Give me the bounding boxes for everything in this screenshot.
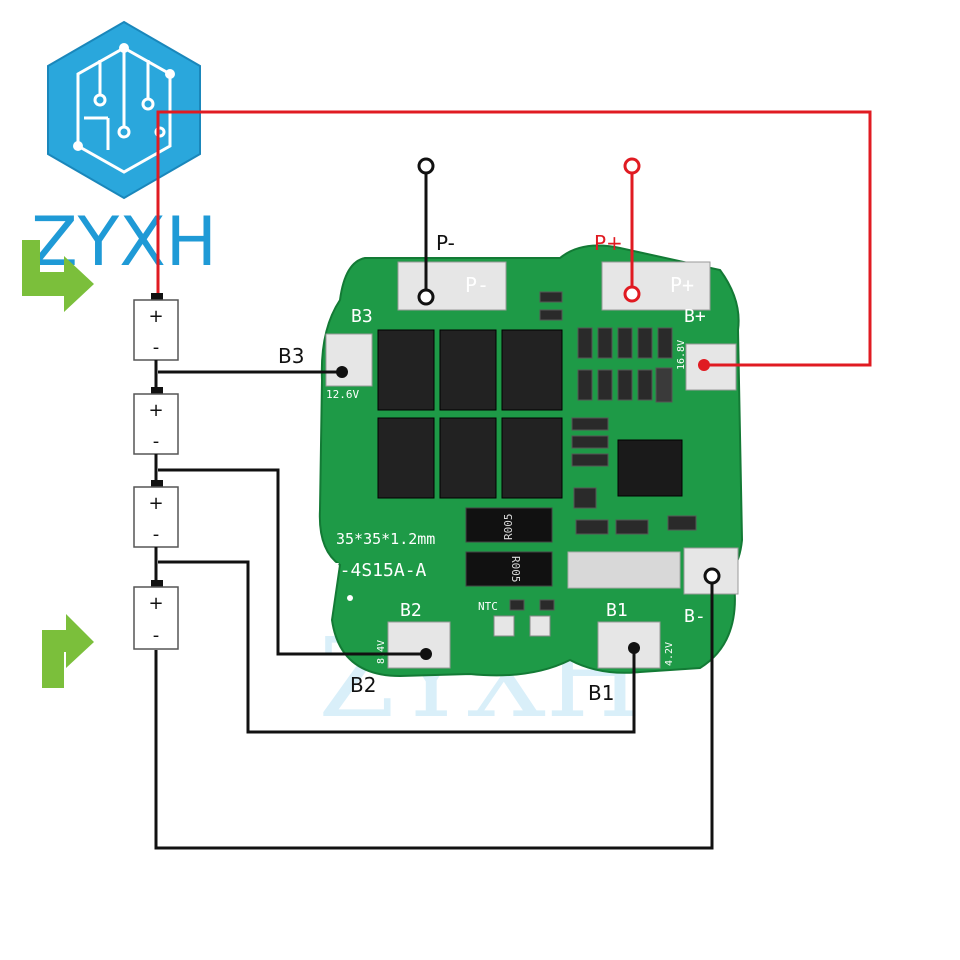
wire-b-minus (154, 576, 714, 850)
wire-b-plus (156, 110, 872, 367)
pad-dot-b2 (420, 648, 432, 660)
pad-p-plus (601, 261, 711, 311)
pad-b3 (325, 333, 373, 387)
mounting-dot (347, 595, 353, 601)
ntc-pad-1 (493, 615, 515, 637)
voltage-b3: 12.6V (326, 388, 359, 401)
ntc-pad-2 (529, 615, 551, 637)
battery-cell-2: + - (133, 387, 179, 455)
terminal-p-minus (417, 157, 435, 175)
wire-b2 (158, 468, 426, 656)
cell-2-plus: + (148, 400, 163, 421)
wire-b1 (158, 560, 636, 734)
cell-3-minus: - (153, 524, 160, 545)
pad-label-b-minus: B- (684, 606, 706, 627)
cell-4-plus: + (148, 593, 163, 614)
cell-1-minus: - (153, 337, 160, 358)
arrow-right-icon (22, 240, 94, 312)
arrow-up-right-icon (42, 614, 94, 688)
terminal-p-plus (623, 157, 641, 175)
pad-dot-b3 (336, 366, 348, 378)
resistor-label-2: R005 (509, 556, 522, 583)
label-b2: B2 (350, 673, 376, 697)
pad-label-p-minus: P- (465, 273, 489, 297)
cell-3-plus: + (148, 493, 163, 514)
brand-name: ZYXH (31, 203, 217, 282)
bms-board: P- P+ B3 12.6V B+ 16.8V B- B2 8.4V B1 4.… (318, 244, 744, 678)
pad-label-b2: B2 (400, 600, 422, 621)
circuit-icon (76, 46, 172, 174)
pad-b2 (387, 621, 451, 669)
shunt-resistor-2 (465, 551, 553, 587)
battery-cell-3: + - (133, 480, 179, 548)
voltage-b1: 4.2V (664, 642, 675, 666)
resistor-label-1: R005 (502, 514, 515, 541)
pad-dot-p-minus (417, 288, 435, 306)
ntc-label: NTC (478, 600, 498, 613)
label-p-minus: P- (436, 231, 455, 255)
pad-label-b3: B3 (351, 306, 373, 327)
pad-label-p-plus: P+ (670, 273, 694, 297)
label-b3: B3 (278, 344, 304, 368)
pad-p-minus (397, 261, 507, 311)
cell-4-minus: - (153, 625, 160, 646)
label-b1: B1 (588, 681, 614, 705)
label-p-plus: P+ (594, 231, 623, 255)
voltage-b-plus: 16.8V (676, 340, 687, 370)
cell-2-minus: - (153, 431, 160, 452)
solder-strip (567, 551, 681, 589)
wires (154, 110, 872, 850)
pad-dot-b-plus (698, 359, 710, 371)
zyxh-logo (47, 20, 201, 200)
cell-1-plus: + (148, 306, 163, 327)
mosfet-array (377, 329, 563, 499)
pad-dot-b1 (628, 642, 640, 654)
shunt-resistor-1 (465, 507, 553, 543)
pad-dot-p-plus (623, 285, 641, 303)
smd-components (509, 291, 697, 611)
pad-dot-b-minus (703, 567, 721, 585)
voltage-b2: 8.4V (376, 640, 387, 664)
board-model-text: CF-4S15A-A (318, 560, 427, 581)
battery-cell-1: + - (133, 293, 179, 361)
bms-ic-chip (617, 439, 683, 497)
pad-label-b-plus: B+ (684, 306, 706, 327)
pad-label-b1: B1 (606, 600, 628, 621)
battery-cell-4: + - (133, 580, 179, 650)
board-size-text: 35*35*1.2mm (336, 530, 435, 548)
pad-b-plus (685, 343, 737, 391)
